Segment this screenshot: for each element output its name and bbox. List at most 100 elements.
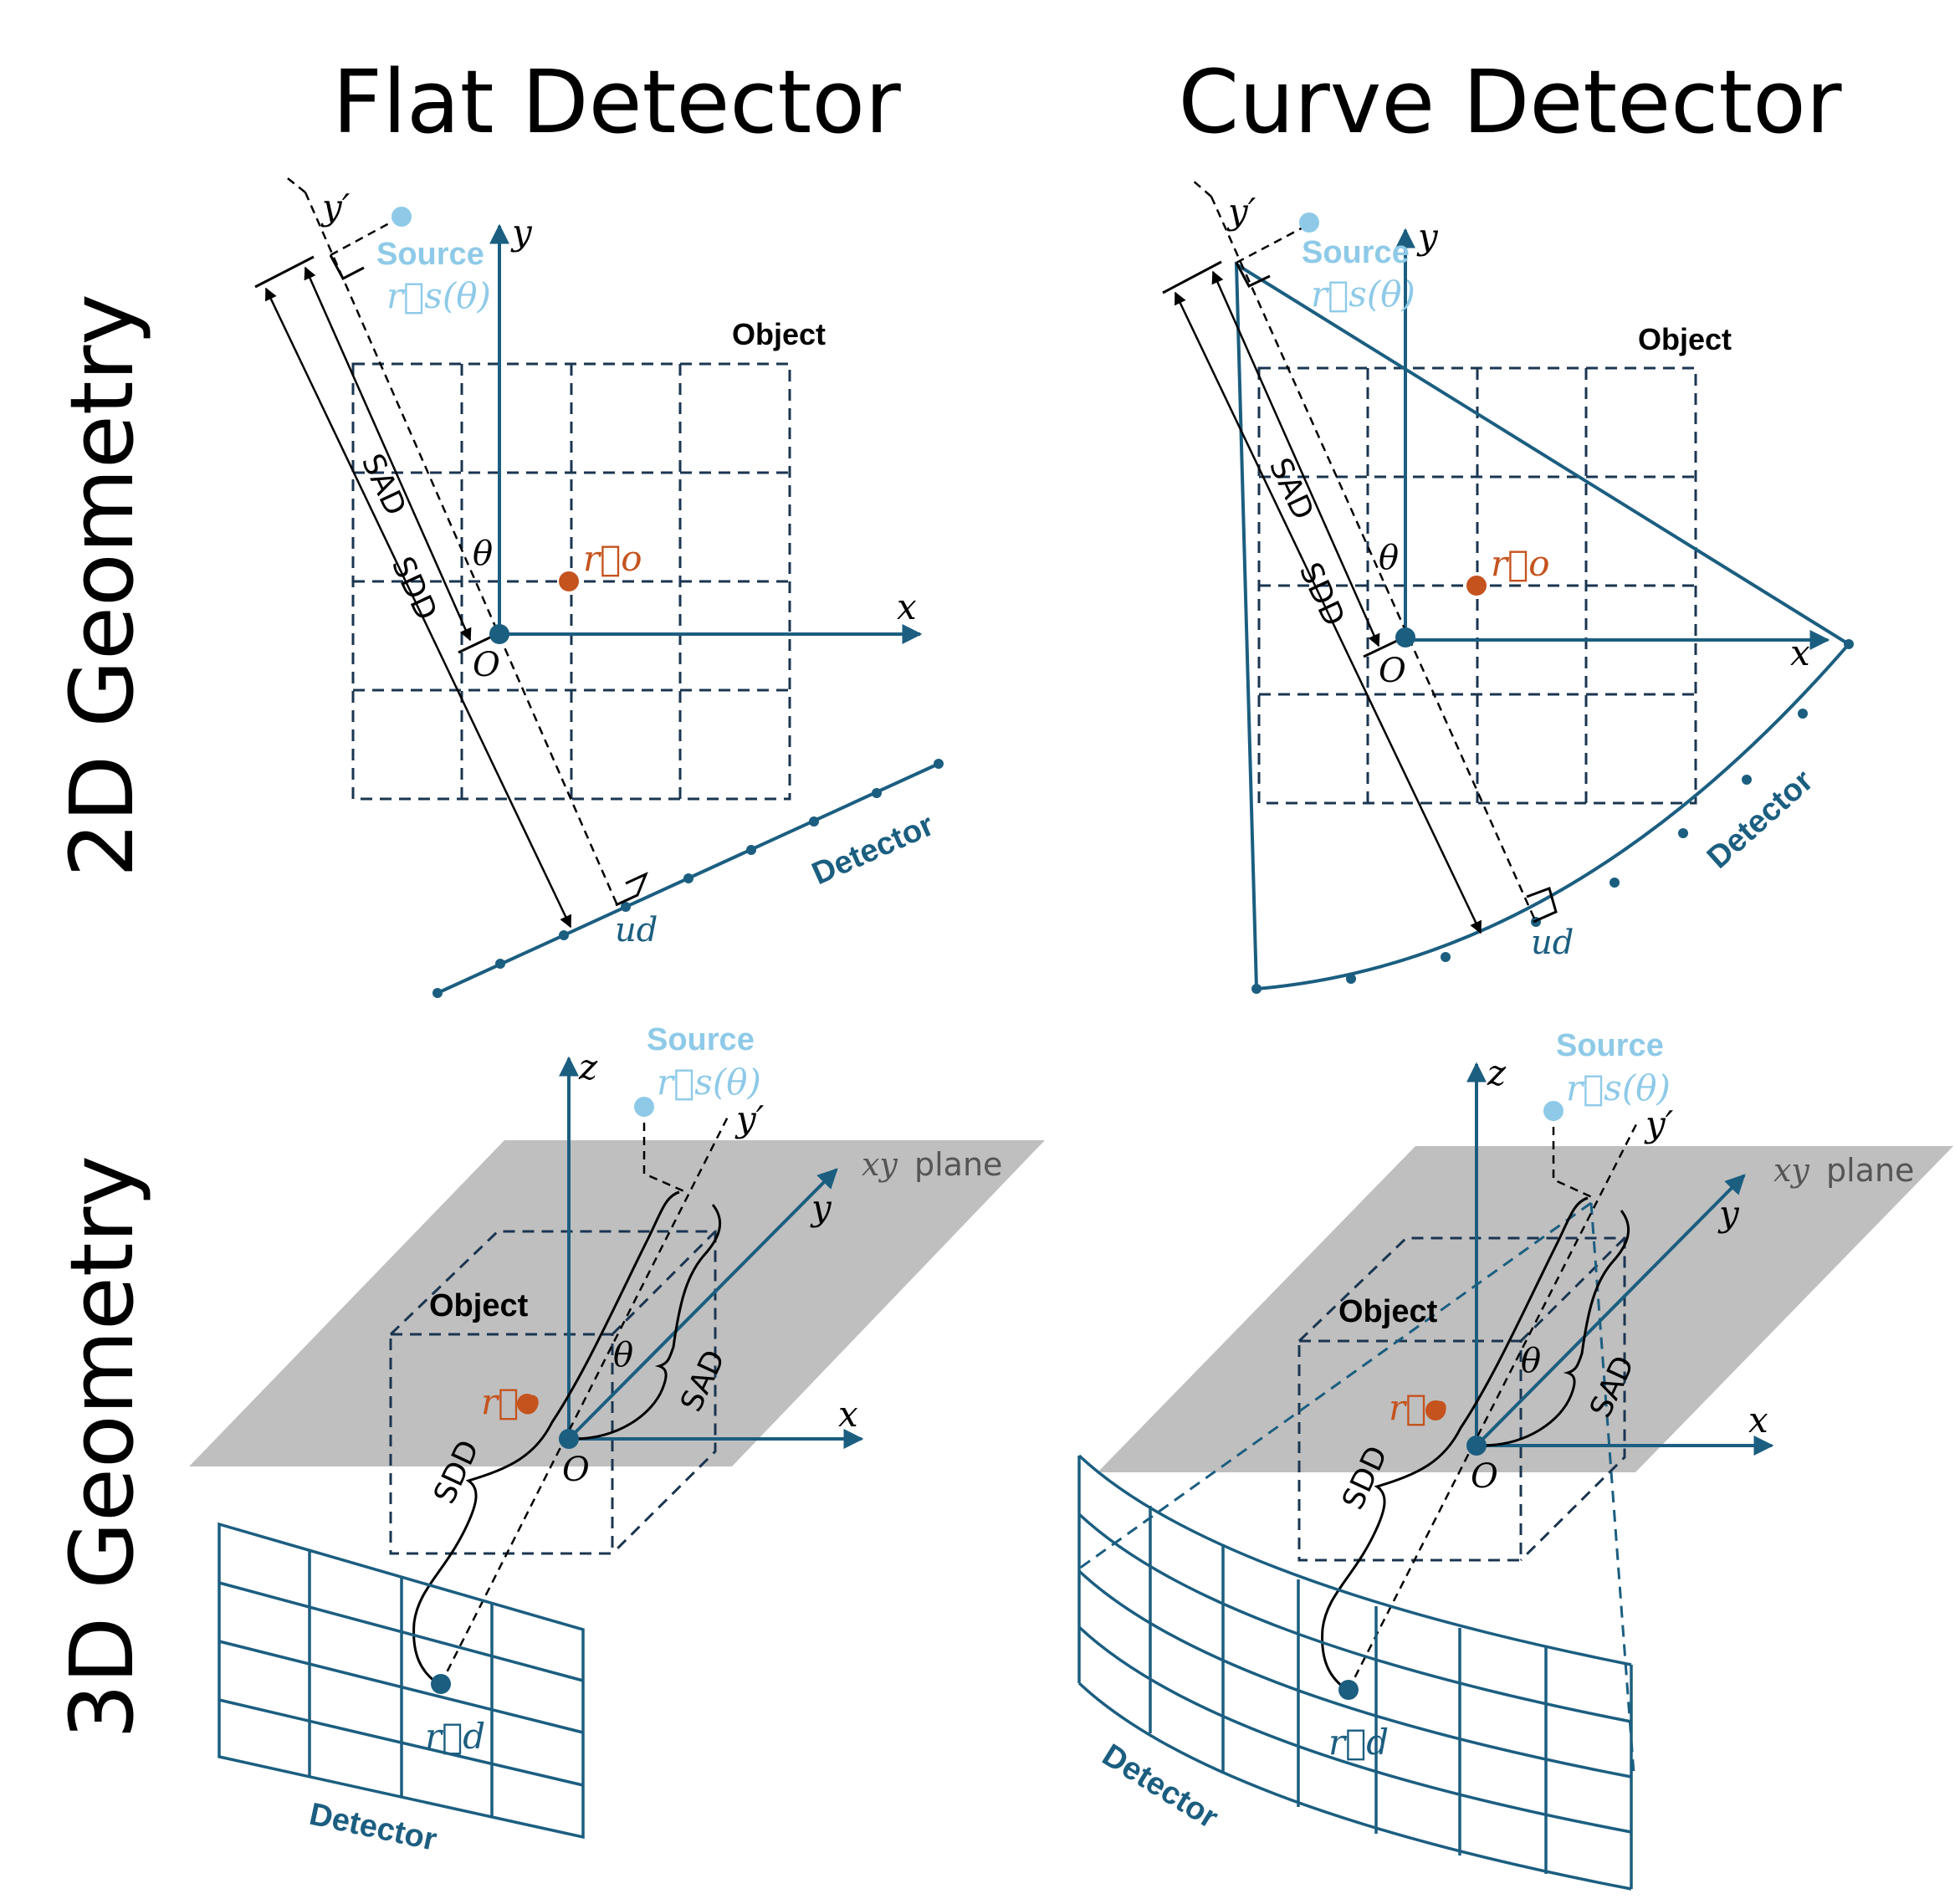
- source-vector-label: r⃗s(θ): [657, 1062, 761, 1103]
- detector-label: Detector: [807, 807, 939, 892]
- object-point: [1466, 576, 1487, 596]
- x-axis-label: x: [1790, 632, 1810, 673]
- object-vector-label: r⃗o: [583, 538, 642, 579]
- object-point: [559, 571, 579, 591]
- origin-tick: [458, 634, 494, 654]
- sdd-brace: [1321, 1196, 1589, 1689]
- object-cube: [1297, 1236, 1626, 1562]
- header-flat-detector: Flat Detector: [332, 51, 901, 153]
- y-axis-label: y: [510, 212, 533, 253]
- y-prime-label: y′: [734, 1098, 765, 1139]
- source-point: [634, 1097, 654, 1117]
- right-angle-mark: [329, 254, 365, 281]
- panel-2d-flat: Source r⃗s(θ) Object y y′ x O θ r⃗o SAD …: [254, 175, 944, 998]
- source-projection: [642, 1108, 687, 1194]
- sdd-label: SDD: [385, 551, 443, 625]
- object-label: Object: [1638, 322, 1732, 356]
- sdd-brace: [412, 1190, 680, 1683]
- source-label: Source: [1302, 235, 1410, 270]
- object-label: Object: [429, 1288, 529, 1323]
- sad-brace: [1481, 1210, 1630, 1447]
- sdd-arrow: [1174, 291, 1482, 934]
- curved-detector-arc: [1256, 642, 1850, 990]
- fan-edge-dashed: [1078, 1201, 1592, 1570]
- flat-detector-grid: [218, 1522, 585, 1840]
- source-vector-label: r⃗s(θ): [1311, 274, 1415, 315]
- object-vector-label: r⃗o: [1491, 543, 1550, 584]
- object-cube: [389, 1230, 717, 1555]
- origin-point: [489, 624, 509, 644]
- panel-3d-curve: Source r⃗s(θ) z y′ xy plane y Object θ x…: [1077, 1028, 1953, 1891]
- y-prime-axis: [439, 1116, 729, 1685]
- sad-tick: [254, 255, 315, 289]
- detector-vector-label: r⃗d: [425, 1716, 485, 1757]
- source-label: Source: [1556, 1028, 1664, 1063]
- header-curve-detector: Curve Detector: [1178, 51, 1841, 153]
- row-label-3d: 3D Geometry: [51, 1155, 153, 1739]
- y-prime-axis: [1347, 1122, 1639, 1691]
- origin-point: [1395, 627, 1415, 647]
- source-label: Source: [647, 1022, 755, 1057]
- source-point: [392, 207, 412, 227]
- xy-plane-label: plane: [1826, 1152, 1914, 1189]
- source-point: [1543, 1101, 1563, 1121]
- sad-label: SAD: [1262, 453, 1320, 525]
- source-vector-label: r⃗s(θ): [1566, 1067, 1671, 1108]
- object-label: Object: [732, 317, 826, 351]
- u-d-label: ud: [1531, 924, 1574, 962]
- y-axis-label: y: [1416, 216, 1439, 257]
- theta-label: θ: [1521, 1342, 1541, 1380]
- right-angle-mark: [615, 872, 648, 907]
- y-axis: [567, 1168, 838, 1441]
- theta-label: θ: [1379, 539, 1399, 577]
- right-angle-mark: [1235, 262, 1271, 288]
- z-axis-label: z: [1487, 1052, 1507, 1093]
- detector-elements: [432, 759, 944, 998]
- origin-point: [559, 1429, 579, 1449]
- x-axis-label: x: [1748, 1400, 1768, 1441]
- y-axis: [1475, 1174, 1746, 1447]
- xy-plane-label-italic: xy: [862, 1146, 898, 1183]
- origin-label: O: [473, 646, 500, 684]
- right-angle-mark: [1526, 887, 1558, 924]
- sdd-label: SDD: [1292, 557, 1351, 631]
- object-vector-label: r⃗o: [1389, 1387, 1448, 1428]
- y-prime-axis-top: [284, 175, 306, 193]
- theta-label: θ: [473, 535, 493, 573]
- sad-label: SAD: [355, 448, 412, 520]
- y-axis-label: y: [1717, 1193, 1740, 1234]
- theta-label: θ: [613, 1336, 633, 1374]
- panel-2d-curve: Source r⃗s(θ) Object y y′ x O θ r⃗o SAD …: [1162, 179, 1854, 994]
- detector-label: Detector: [306, 1797, 440, 1858]
- row-label-2d: 2D Geometry: [51, 294, 153, 878]
- source-point: [1299, 212, 1319, 233]
- z-axis-label: z: [578, 1047, 598, 1088]
- origin-label: O: [1471, 1457, 1498, 1496]
- sdd-arrow: [264, 287, 572, 929]
- xy-plane-label: plane: [914, 1146, 1002, 1183]
- y-axis-label: y: [810, 1187, 832, 1228]
- object-vector-label: r⃗o: [481, 1381, 540, 1422]
- y-prime-label: y′: [320, 187, 351, 228]
- source-label: Source: [376, 237, 484, 272]
- detector-point: [1338, 1680, 1359, 1700]
- u-d-label: ud: [615, 911, 658, 949]
- xy-plane-label-italic: xy: [1773, 1152, 1809, 1189]
- x-axis-label: x: [897, 586, 917, 627]
- origin-point: [1466, 1436, 1487, 1456]
- y-prime-label: y′: [1226, 191, 1256, 232]
- object-label: Object: [1338, 1294, 1438, 1329]
- detector-point: [431, 1674, 451, 1694]
- y-prime-axis-top: [1191, 179, 1212, 197]
- object-point: [1425, 1400, 1446, 1420]
- detector-vector-label: r⃗d: [1328, 1722, 1389, 1763]
- sad-tick: [1162, 260, 1222, 294]
- source-projection: [1552, 1113, 1594, 1200]
- origin-label: O: [1379, 652, 1406, 690]
- object-point: [517, 1394, 537, 1414]
- y-prime-label: y′: [1644, 1103, 1674, 1144]
- origin-tick: [1363, 638, 1400, 658]
- detector-label: Detector: [1701, 763, 1820, 876]
- source-vector-label: r⃗s(θ): [386, 275, 491, 316]
